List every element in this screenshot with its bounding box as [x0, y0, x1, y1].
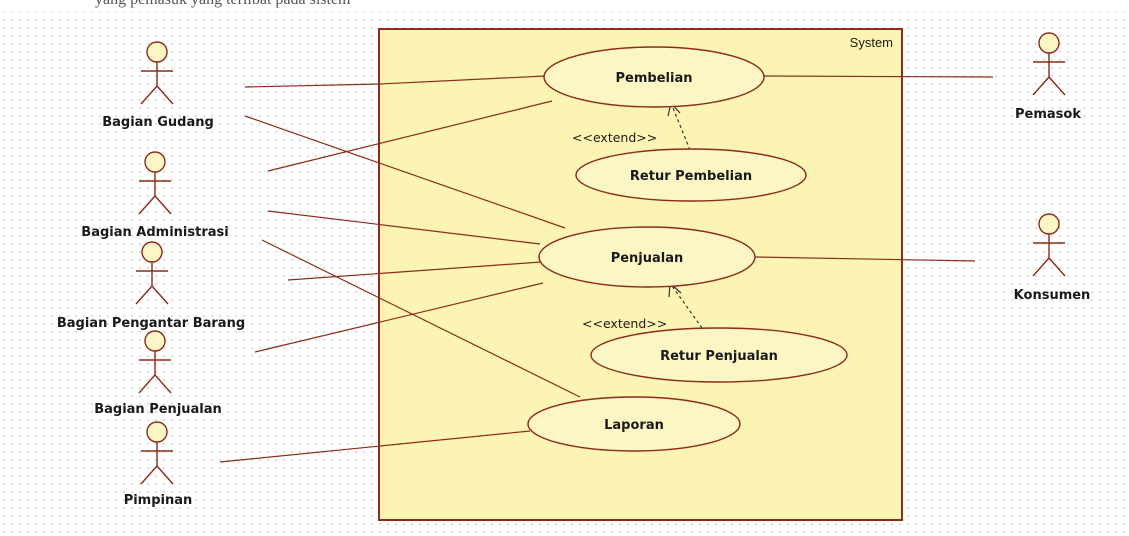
use-case-laporan[interactable]: Laporan [527, 396, 741, 452]
use-case-label: Pembelian [616, 71, 693, 86]
stick-figure-icon [1032, 32, 1066, 96]
stick-figure-icon [140, 41, 174, 105]
stick-figure-icon [138, 330, 172, 394]
association-penjualan-actor-penjualan [254, 282, 544, 353]
association-konsumen-penjualan [754, 256, 976, 262]
stick-figure-icon [1032, 213, 1066, 277]
extend-label-pembelian: <<extend>> [572, 130, 657, 145]
actor-label: Konsumen [1014, 288, 1091, 303]
stick-figure-icon [138, 151, 172, 215]
association-pimpinan-laporan [219, 430, 531, 463]
actor-bagian-administrasi[interactable]: Bagian Administrasi [81, 151, 229, 240]
actor-label: Pemasok [1015, 107, 1081, 122]
association-administrasi-laporan [261, 239, 581, 398]
use-case-pembelian[interactable]: Pembelian [543, 46, 765, 108]
actor-bagian-gudang[interactable]: Bagian Gudang [102, 41, 214, 130]
association-lines [219, 75, 994, 463]
association-pengantar-penjualan [287, 261, 542, 281]
actor-label: Bagian Gudang [102, 115, 214, 130]
use-case-label: Penjualan [611, 251, 684, 266]
actor-label: Bagian Administrasi [81, 225, 228, 240]
actor-bagian-penjualan[interactable]: Bagian Penjualan [94, 330, 222, 417]
use-case-penjualan[interactable]: Penjualan [538, 226, 756, 288]
actor-konsumen[interactable]: Konsumen [1014, 213, 1091, 303]
system-label: System [849, 35, 893, 50]
extend-retur-pembelian-line [670, 102, 691, 151]
use-case-label: Laporan [604, 418, 664, 433]
use-case-retur-pembelian[interactable]: Retur Pembelian [575, 148, 807, 202]
stick-figure-icon [135, 241, 169, 305]
stick-figure-icon [140, 421, 174, 485]
actor-pimpinan[interactable]: Pimpinan [124, 421, 193, 508]
association-gudang-penjualan [244, 115, 566, 229]
actor-label: Bagian Pengantar Barang [57, 316, 245, 331]
association-administrasi-penjualan [267, 210, 541, 245]
cropped-caption-text: yang pemasuk yang terlibat pada sistem [0, 0, 1129, 12]
actor-pemasok[interactable]: Pemasok [1015, 32, 1081, 122]
extend-retur-penjualan-line [669, 282, 703, 329]
association-administrasi-pembelian [267, 100, 553, 172]
actor-label: Pimpinan [124, 493, 193, 508]
use-case-retur-penjualan[interactable]: Retur Penjualan [590, 327, 848, 383]
association-gudang-pembelian [244, 75, 546, 88]
association-pemasok-pembelian [762, 75, 994, 78]
actor-label: Bagian Penjualan [94, 402, 222, 417]
extend-label-penjualan: <<extend>> [582, 316, 667, 331]
use-case-label: Retur Pembelian [630, 169, 752, 184]
use-case-label: Retur Penjualan [660, 349, 778, 364]
extend-dependencies: <<extend>> <<extend>> [572, 101, 703, 331]
caption-text: yang pemasuk yang terlibat pada sistem [95, 0, 350, 9]
actor-bagian-pengantar-barang[interactable]: Bagian Pengantar Barang [57, 241, 245, 331]
